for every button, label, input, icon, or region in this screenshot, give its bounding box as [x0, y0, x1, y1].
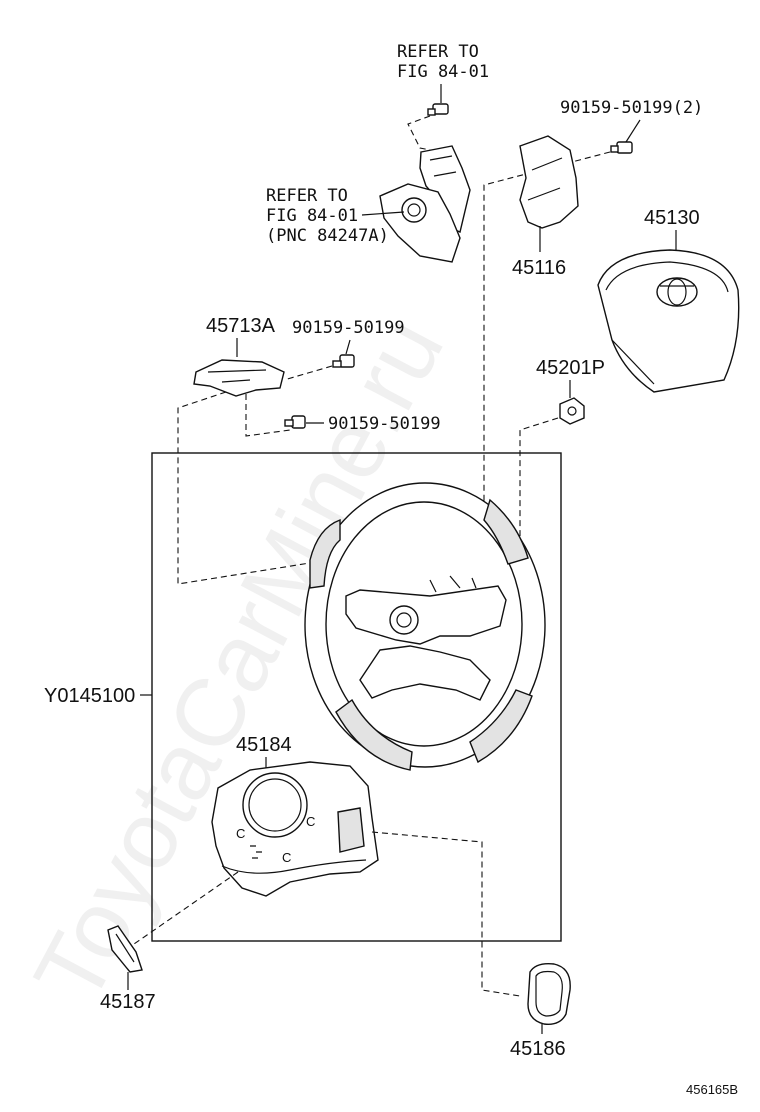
label-bolt-2: 90159-50199(2) — [560, 98, 703, 118]
bolt-icon-top — [427, 103, 449, 116]
refer-mid-line1: REFER TO — [266, 186, 348, 206]
refer-top-line2: FIG 84-01 — [397, 62, 489, 82]
label-45130: 45130 — [644, 207, 700, 229]
lower-cover-45116 — [519, 135, 579, 229]
label-bolt-b: 90159-50199 — [328, 414, 441, 434]
refer-mid-line2: FIG 84-01 — [266, 206, 358, 226]
svg-text:C: C — [282, 850, 291, 865]
label-45186: 45186 — [510, 1038, 566, 1060]
steering-wheel-icon — [304, 482, 546, 771]
label-bolt-a: 90159-50199 — [292, 318, 405, 338]
nut-icon-45201p — [559, 397, 585, 425]
refer-top-line1: REFER TO — [397, 42, 479, 62]
label-45713a: 45713A — [206, 315, 276, 337]
bolt-icon-a — [332, 354, 355, 368]
bolt-icon-right — [610, 141, 633, 154]
cover-45186 — [527, 962, 571, 1025]
svg-text:C: C — [236, 826, 245, 841]
assembly-frame — [151, 452, 562, 942]
label-45201p: 45201P — [536, 357, 605, 379]
spiral-cable-icon — [379, 183, 461, 263]
svg-text:C: C — [306, 814, 315, 829]
trim-45187 — [107, 925, 143, 973]
lower-cover-45184: C C C — [211, 761, 379, 897]
airbag-45130 — [597, 249, 740, 393]
label-45116: 45116 — [512, 257, 566, 279]
bracket-45713a — [193, 359, 285, 397]
label-45184: 45184 — [236, 734, 292, 756]
label-45187: 45187 — [100, 991, 156, 1013]
figure-id: 456165B — [686, 1082, 738, 1097]
label-assembly: Y0145100 — [44, 685, 135, 707]
bolt-icon-b — [284, 415, 306, 429]
refer-mid-line3: (PNC 84247A) — [266, 226, 389, 246]
